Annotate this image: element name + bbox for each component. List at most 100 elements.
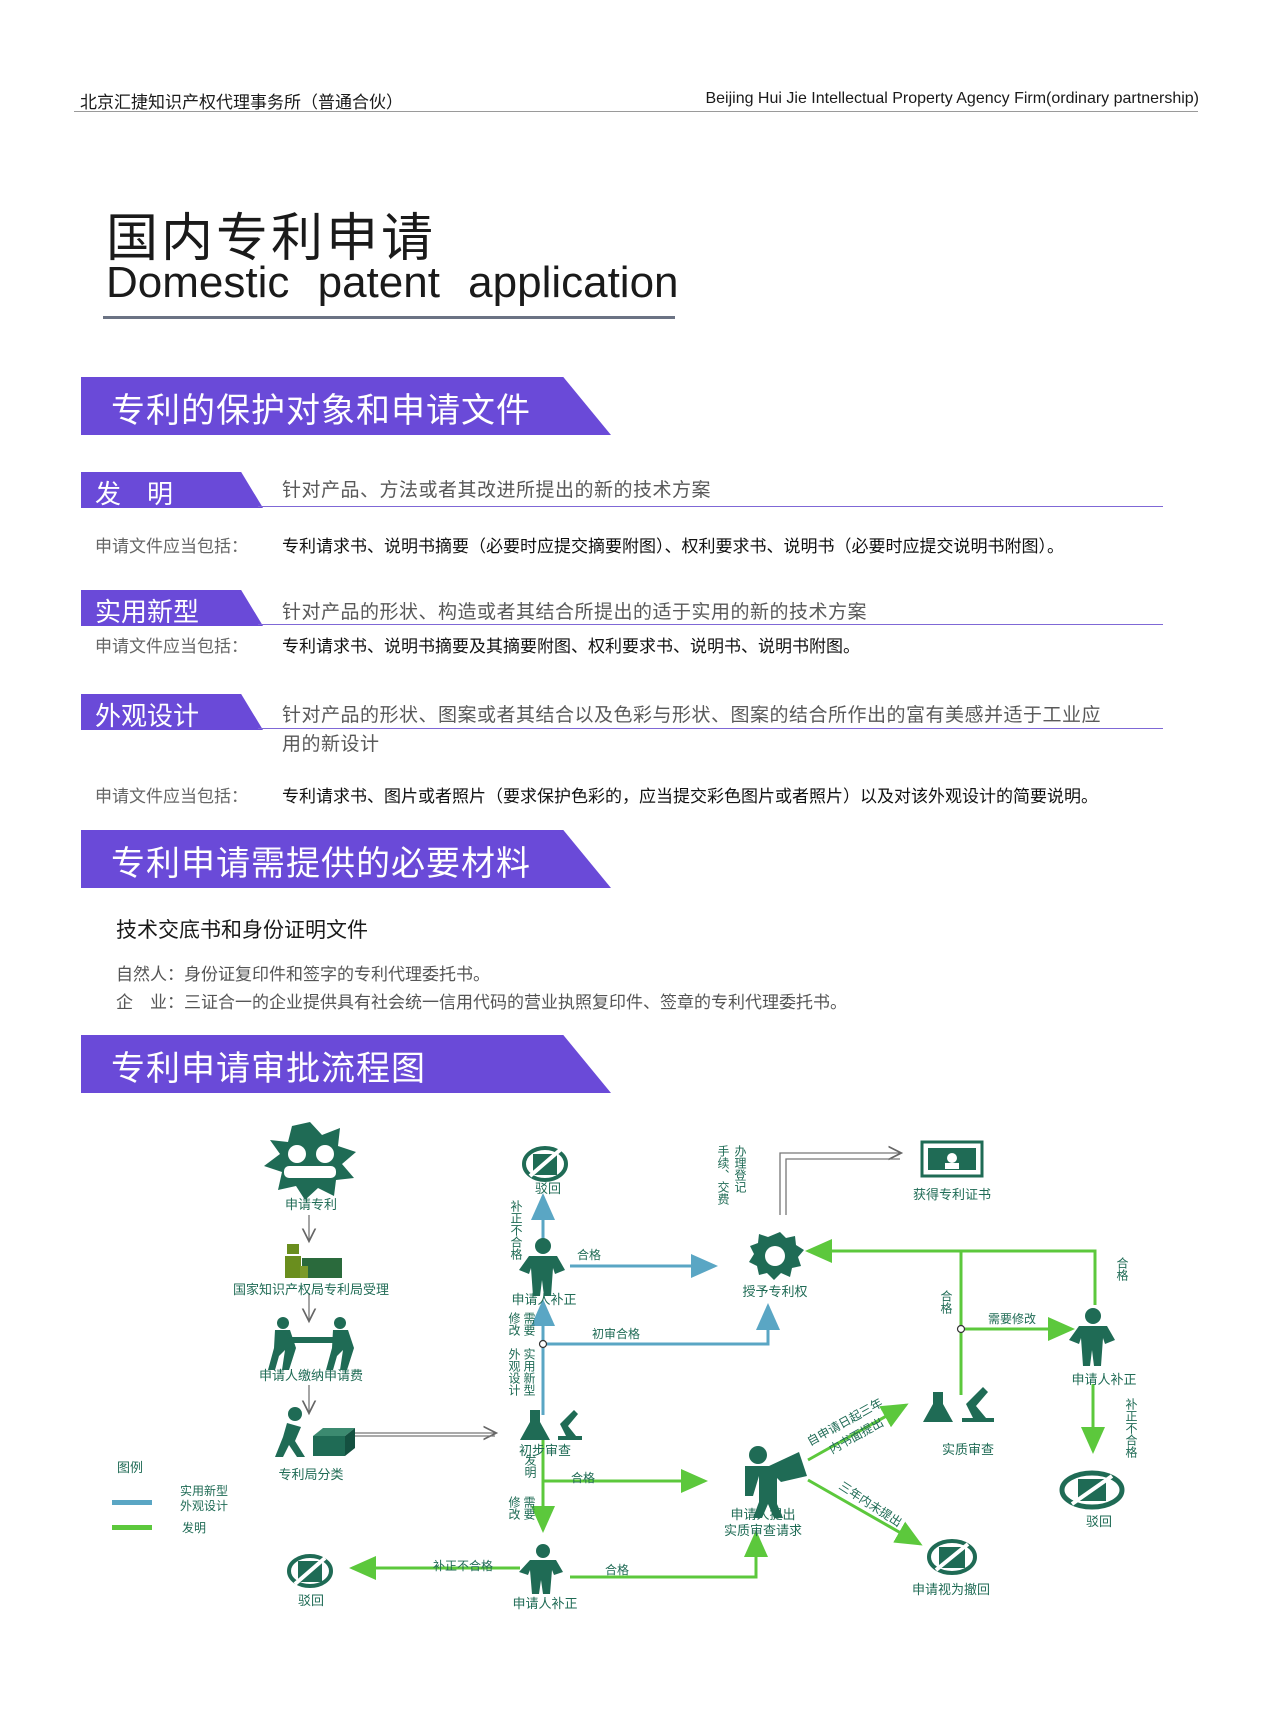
certificate-icon — [920, 1140, 984, 1178]
legend-blue-2: 外观设计 — [180, 1499, 228, 1513]
grant-icon — [749, 1232, 804, 1280]
design-underline — [258, 728, 1163, 729]
label-prelim: 初步审查 — [519, 1444, 571, 1459]
design-desc-2: 用的新设计 — [282, 733, 380, 755]
vlabel-fee-register-2: 手续、交费 — [716, 1145, 730, 1205]
edge-qualified-2: 合格 — [571, 1470, 595, 1485]
fix-right-icon — [1069, 1308, 1115, 1366]
label-fix-right: 申请人补正 — [1071, 1373, 1136, 1388]
label-certificate: 获得专利证书 — [913, 1187, 991, 1203]
edge-unqualified-left: 补正不合格 — [433, 1558, 493, 1573]
request-icon — [745, 1446, 807, 1518]
edge-prelim-ok: 初审合格 — [592, 1326, 640, 1341]
arrow-qualified-grant — [805, 1239, 1097, 1305]
reject-top-icon — [522, 1146, 568, 1182]
vertical-labels: 补正不合格 办理登记 手续、交费 需要 修改 实用新型 外观设计 发明 需要 修… — [507, 1144, 1138, 1521]
label-substantive: 实质审查 — [942, 1443, 994, 1458]
vlabel-need-modify-bottom-2: 修改 — [507, 1495, 521, 1521]
invention-docs-label: 申请文件应当包括： — [95, 537, 248, 557]
header-firm-en: Beijing Hui Jie Intellectual Property Ag… — [705, 90, 1199, 107]
label-apply: 申请专利 — [285, 1198, 337, 1213]
materials-person: 自然人：身份证复印件和签字的专利代理委托书。 — [116, 965, 490, 985]
vlabel-need-modify-bottom-1: 需要 — [522, 1496, 536, 1521]
arrow-grant-certificate — [779, 1153, 900, 1215]
fix-bottom-icon — [519, 1544, 563, 1594]
fee-icon — [268, 1317, 354, 1370]
label-fix-top: 申请人补正 — [511, 1293, 576, 1308]
arrow-fixbottom-request — [570, 1530, 768, 1579]
edge-qualified-3: 合格 — [605, 1562, 629, 1577]
design-docs-label: 申请文件应当包括： — [95, 787, 248, 807]
fix-top-icon — [519, 1238, 565, 1296]
section-title: 专利的保护对象和申请文件 — [111, 391, 531, 431]
tag-design: 外观设计 — [81, 694, 263, 730]
vlabel-fee-register-1: 办理登记 — [733, 1144, 747, 1193]
vlabel-invention: 发明 — [523, 1453, 537, 1479]
invention-desc: 针对产品、方法或者其改进所提出的新的技术方案 — [282, 479, 712, 501]
junction-dot — [538, 1339, 548, 1349]
vlabel-qualified-mid: 合格 — [939, 1289, 953, 1314]
materials-heading: 技术交底书和身份证明文件 — [116, 918, 368, 942]
label-fee: 申请人缴纳申请费 — [259, 1369, 363, 1384]
utility-docs: 专利请求书、说明书摘要及其摘要附图、权利要求书、说明书、说明书附图。 — [282, 637, 860, 657]
section-banner-protection: 专利的保护对象和申请文件 — [81, 377, 611, 435]
vlabel-unqualified-top: 补正不合格 — [509, 1200, 523, 1260]
vlabel-design: 外观设计 — [507, 1348, 521, 1396]
arrow-grant-certificate-2 — [785, 1158, 900, 1215]
invention-underline — [258, 506, 1163, 507]
tag-label: 外观设计 — [95, 702, 200, 732]
title-underline — [103, 316, 675, 319]
classify-icon — [275, 1407, 355, 1457]
label-fix-bottom: 申请人补正 — [512, 1597, 577, 1612]
section-banner-flow: 专利申请审批流程图 — [81, 1035, 611, 1093]
tag-label: 发 明 — [95, 480, 174, 510]
section-title: 专利申请审批流程图 — [111, 1049, 426, 1089]
vlabel-unqualified-right: 补正不合格 — [1124, 1398, 1138, 1458]
arrows-green — [349, 1239, 1105, 1580]
label-reject-top: 驳回 — [535, 1182, 561, 1197]
label-request-2: 实质审查请求 — [724, 1524, 802, 1539]
edge-qualified-1: 合格 — [577, 1247, 601, 1262]
tag-invention: 发 明 — [81, 472, 263, 508]
materials-company: 企 业：三证合一的企业提供具有社会统一信用代码的营业执照复印件、签章的专利代理委… — [116, 993, 847, 1013]
design-desc-1: 针对产品的形状、图案或者其结合以及色彩与形状、图案的结合所作出的富有美感并适于工… — [282, 704, 1102, 726]
edge-not3: 三年内未提出 — [836, 1478, 905, 1530]
withdrawn-icon — [927, 1539, 977, 1575]
substantive-icon — [923, 1387, 994, 1422]
design-docs: 专利请求书、图片或者照片（要求保护色彩的，应当提交彩色图片或者照片）以及对该外观… — [282, 787, 1098, 807]
edge-need-fix: 需要修改 — [988, 1311, 1036, 1326]
vlabel-need-modify-top-1: 需要 — [522, 1312, 536, 1337]
legend-green: 发明 — [182, 1520, 206, 1535]
vlabel-qualified-right: 合格 — [1115, 1256, 1129, 1281]
junction-dot — [956, 1324, 966, 1334]
reject-right-icon — [1059, 1470, 1125, 1510]
label-classify: 专利局分类 — [278, 1468, 343, 1483]
vlabel-need-modify-top-2: 修改 — [507, 1311, 521, 1337]
label-office: 国家知识产权局专利局受理 — [233, 1282, 389, 1298]
page-title-cn: 国内专利申请 — [106, 209, 437, 269]
arrow-request-substantive — [807, 1403, 909, 1462]
node-labels: 申请专利 国家知识产权局专利局受理 申请人缴纳申请费 专利局分类 初步审查 驳回… — [233, 1182, 1137, 1612]
section-banner-materials: 专利申请需提供的必要材料 — [81, 830, 611, 888]
vlabel-utility: 实用新型 — [522, 1347, 536, 1396]
reject-left-icon — [287, 1554, 333, 1588]
page-title-en: Domestic patent application — [106, 258, 679, 307]
arrows-blue — [531, 1193, 780, 1415]
arrow-request-withdrawn — [807, 1478, 923, 1546]
arrow-prelim-grant — [543, 1303, 780, 1346]
arrows-gray — [309, 1153, 900, 1436]
tag-label: 实用新型 — [95, 598, 200, 628]
apply-icon — [264, 1122, 356, 1200]
legend-title: 图例 — [117, 1461, 143, 1476]
label-reject-left: 驳回 — [298, 1594, 324, 1609]
office-icon — [285, 1244, 342, 1278]
legend-swatch-green — [112, 1525, 152, 1530]
utility-underline — [258, 624, 1163, 625]
prelim-icon — [520, 1410, 582, 1440]
legend: 图例 实用新型 外观设计 发明 — [112, 1461, 228, 1535]
legend-swatch-blue — [112, 1500, 152, 1505]
invention-docs: 专利请求书、说明书摘要（必要时应提交摘要附图）、权利要求书、说明书（必要时应提交… — [282, 537, 1064, 557]
flowchart: 申请专利 国家知识产权局专利局受理 申请人缴纳申请费 专利局分类 初步审查 驳回… — [112, 1122, 1138, 1612]
label-grant: 授予专利权 — [742, 1284, 807, 1300]
label-request-1: 申请人提出 — [730, 1507, 795, 1523]
